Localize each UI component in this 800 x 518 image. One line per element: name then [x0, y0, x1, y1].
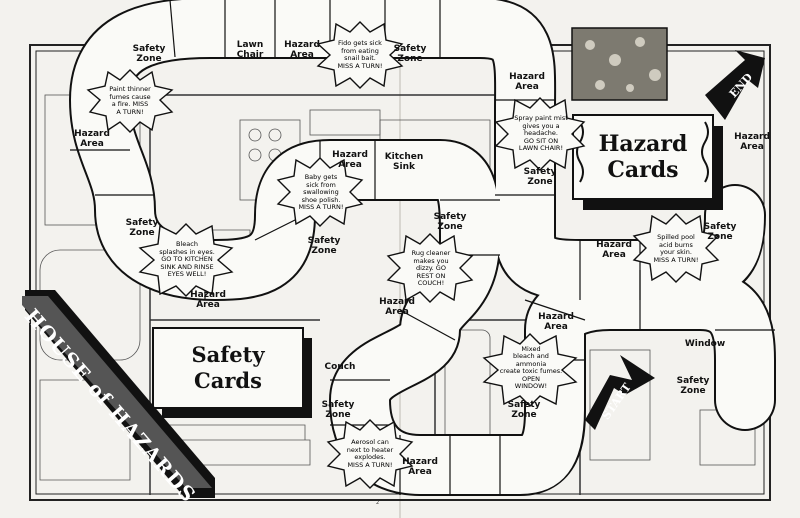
hazard-shoe-polish: Baby gets sick from swallowing shoe poli… [298, 173, 344, 212]
hazard-paint-thinner: Paint thinner fumes cause a fire. MISS A… [109, 85, 151, 116]
hazard-pool-acid: Spilled pool acid burns your skin. MISS … [653, 233, 699, 264]
square-safety-zone-1[interactable]: Safety Zone [132, 44, 166, 64]
square-window[interactable]: Window [684, 339, 726, 349]
square-safety-zone-2[interactable]: Safety Zone [393, 44, 427, 64]
square-kitchen-sink[interactable]: Kitchen Sink [384, 152, 424, 172]
safety-cards-deck[interactable]: Safety Cards [191, 342, 265, 393]
hazard-spray-paint: Spray paint mist gives you a headache. G… [514, 114, 568, 153]
hazard-bleach-eyes: Bleach splashes in eyes. GO TO KITCHEN S… [159, 240, 215, 279]
hazard-cards-deck[interactable]: Hazard Cards [598, 131, 688, 183]
square-safety-zone-10[interactable]: Safety Zone [676, 376, 710, 396]
square-hazard-area-7[interactable]: Hazard Area [379, 297, 415, 317]
square-safety-zone-9[interactable]: Safety Zone [507, 400, 541, 420]
square-safety-zone-5[interactable]: Safety Zone [125, 218, 159, 238]
square-couch[interactable]: Couch [324, 362, 356, 372]
square-hazard-area-9[interactable]: Hazard Area [402, 457, 438, 477]
hazard-bleach-ammonia: Mixed bleach and ammonia create toxic fu… [499, 344, 563, 390]
square-hazard-area-1[interactable]: Hazard Area [284, 40, 320, 60]
square-safety-zone-4[interactable]: Safety Zone [703, 222, 737, 242]
square-lawn-chair[interactable]: Lawn Chair [236, 40, 264, 60]
square-safety-zone-8[interactable]: Safety Zone [321, 400, 355, 420]
hazard-fido-snail-bait: Fido gets sick from eating snail bait. M… [337, 39, 383, 70]
square-hazard-area-3[interactable]: Hazard Area [734, 132, 770, 152]
square-safety-zone-6[interactable]: Safety Zone [433, 212, 467, 232]
hazard-aerosol: Aerosol can next to heater explodes. MIS… [346, 438, 394, 469]
square-safety-zone-3[interactable]: Safety Zone [523, 167, 557, 187]
page-number: 2 [376, 500, 380, 506]
square-hazard-area-2[interactable]: Hazard Area [509, 72, 545, 92]
square-hazard-area-6[interactable]: Hazard Area [332, 150, 368, 170]
square-hazard-area-10[interactable]: Hazard Area [538, 312, 574, 332]
square-safety-zone-7[interactable]: Safety Zone [307, 236, 341, 256]
square-hazard-area-8[interactable]: Hazard Area [190, 290, 226, 310]
square-hazard-area-5[interactable]: Hazard Area [74, 129, 110, 149]
hazard-rug-cleaner: Rug cleaner makes you dizzy. GO REST ON … [411, 249, 451, 288]
square-hazard-area-4[interactable]: Hazard Area [596, 240, 632, 260]
